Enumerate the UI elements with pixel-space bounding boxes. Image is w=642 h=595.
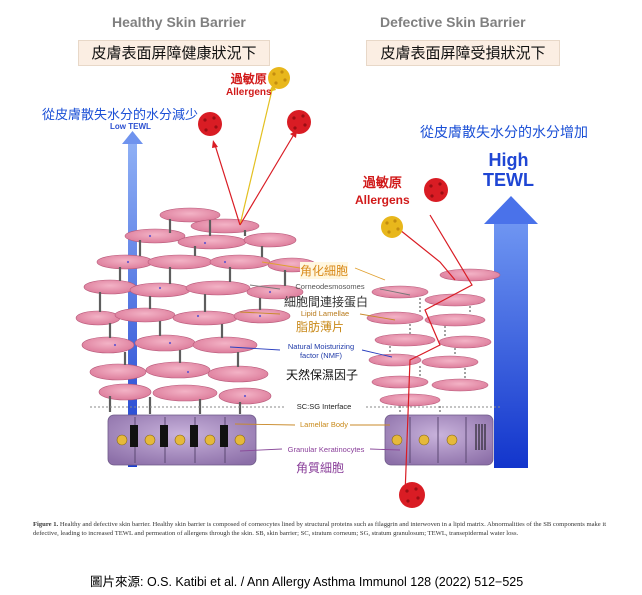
- sc-sg-interface-label: SC:SG Interface: [284, 402, 364, 411]
- allergen-icon-red-healthy-1: [198, 112, 222, 136]
- allergen-icon-yellow-defective: [381, 216, 403, 238]
- lamellar-body-label: Lamellar Body: [294, 420, 354, 429]
- granular-keratinocytes-label-zh: 角質細胞: [296, 459, 344, 476]
- healthy-allergens-en: Allergens: [226, 86, 272, 100]
- corneocytes-label-zh: 角化細胞: [300, 262, 348, 279]
- corneodesmosomes-label-zh: 細胞間連接蛋白: [284, 293, 368, 310]
- defective-tewl-high: High: [483, 150, 534, 170]
- defective-granular-keratinocytes: [385, 415, 493, 465]
- defective-corneocytes: [367, 269, 500, 406]
- defective-allergens-zh: 過敏原: [355, 176, 410, 192]
- healthy-allergens-zh: 過敏原: [226, 72, 272, 86]
- allergen-icon-red-defective-top: [424, 178, 448, 202]
- image-source: 圖片來源: O.S. Katibi et al. / Ann Allergy A…: [90, 571, 523, 590]
- defective-allergens-label: 過敏原 Allergens: [355, 176, 410, 208]
- corneodesmosomes-en: Corneodesmosomes: [276, 282, 384, 291]
- allergen-icon-red-healthy-2: [287, 110, 311, 134]
- lipid-lamellae-label-zh: 脂肪薄片: [296, 318, 344, 335]
- nmf-label-zh: 天然保濕因子: [286, 366, 358, 383]
- healthy-corneocytes: [76, 208, 316, 404]
- nmf-line-2: factor (NMF): [280, 351, 362, 360]
- allergen-icon-red-defective-bottom: [399, 482, 425, 508]
- figure-caption: Figure 1. Healthy and defective skin bar…: [33, 520, 613, 538]
- nmf-line-1: Natural Moisturizing: [280, 342, 362, 351]
- defective-allergens-en: Allergens: [355, 192, 410, 208]
- healthy-tewl-en: Low TEWL: [110, 122, 151, 131]
- figure-label: Figure 1.: [33, 521, 58, 528]
- nmf-label: Natural Moisturizing factor (NMF): [280, 342, 362, 360]
- healthy-allergens-label: 過敏原 Allergens: [226, 72, 272, 100]
- granular-keratinocytes-label: Granular Keratinocytes: [278, 445, 374, 454]
- healthy-granular-keratinocytes: [108, 415, 256, 465]
- figure-caption-text: Healthy and defective skin barrier. Heal…: [33, 521, 606, 537]
- corneodesmosomes-label: Corneodesmosomes: [276, 282, 384, 291]
- defective-tewl-tewl: TEWL: [483, 170, 534, 190]
- healthy-allergen-paths: [212, 84, 297, 225]
- defective-tewl-zh: 從皮膚散失水分的水分增加: [420, 122, 588, 142]
- healthy-tewl-zh: 從皮膚散失水分的水分減少: [42, 104, 198, 123]
- defective-tewl-en: High TEWL: [483, 150, 534, 190]
- lipid-lamellae-label: Lipid Lamellae: [290, 309, 360, 318]
